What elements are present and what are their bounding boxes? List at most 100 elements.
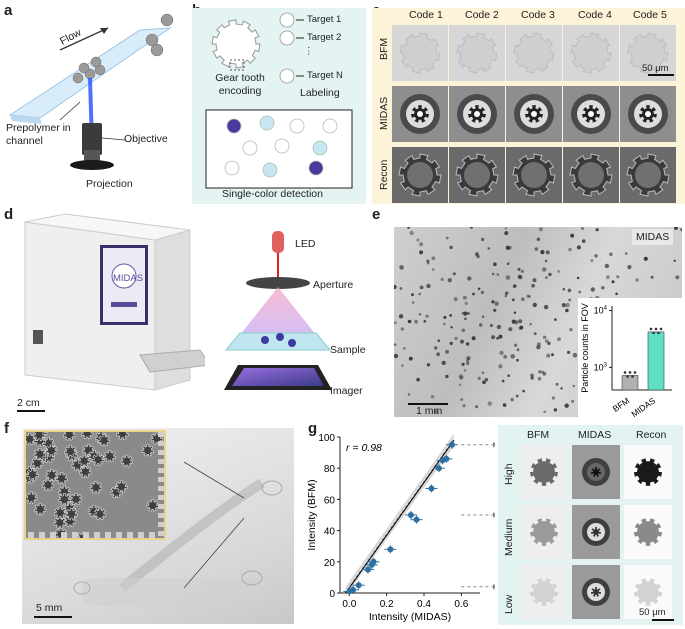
scatter-x-tick-label: 0.2	[380, 599, 394, 610]
gallery-row-medium: Medium	[503, 518, 515, 556]
particle	[581, 227, 584, 230]
bfm-gear	[456, 32, 498, 74]
particle	[418, 292, 422, 296]
particle	[470, 227, 473, 229]
code-1-header: Code 1	[409, 9, 443, 21]
inset-edge-tick	[72, 532, 78, 538]
led-label: LED	[295, 238, 316, 250]
particle	[516, 348, 520, 352]
panel-c-scale-bar	[648, 74, 674, 76]
particle	[463, 369, 467, 372]
particle	[547, 341, 551, 345]
particle	[553, 408, 558, 412]
bar-y-tick-label: 103	[594, 362, 608, 372]
particle	[423, 319, 427, 323]
particle	[459, 383, 462, 386]
panel-a-label: a	[4, 2, 13, 19]
device-screen-text: MIDAS	[113, 273, 144, 284]
particle	[576, 276, 580, 280]
particle	[546, 353, 551, 358]
particle	[407, 227, 410, 229]
scatter-point	[407, 512, 414, 518]
particle	[416, 377, 420, 382]
bfm-gear	[399, 32, 441, 74]
particle	[403, 347, 406, 350]
particle	[418, 313, 422, 316]
inset-edge-tick	[158, 495, 164, 500]
particle	[461, 311, 465, 315]
code-4-header: Code 4	[578, 9, 612, 21]
particle	[505, 275, 511, 280]
inset-edge-tick	[158, 459, 164, 464]
gear-particle	[91, 453, 105, 466]
panel-b-figure	[205, 12, 353, 189]
panel-a-figure	[8, 13, 174, 170]
particle	[487, 247, 491, 250]
gear-particle	[69, 493, 83, 506]
particle	[399, 287, 403, 290]
recon-center	[578, 162, 604, 188]
particle	[512, 284, 517, 288]
row-bfm-label: BFM	[378, 37, 390, 60]
panel-f-scale-bar	[34, 616, 72, 618]
particle	[578, 290, 582, 294]
particle	[581, 239, 586, 243]
particle	[434, 346, 438, 350]
aperture-label: Aperture	[313, 279, 354, 291]
particle	[564, 403, 569, 408]
gallery-gear	[634, 518, 662, 546]
inset-edge-tick	[94, 532, 100, 538]
panel-c-scale-label: 50 μm	[642, 63, 669, 74]
particle	[426, 283, 431, 289]
particle	[536, 237, 541, 241]
particle	[394, 284, 397, 290]
particle	[499, 350, 504, 355]
particle	[460, 339, 464, 344]
particle	[498, 334, 503, 339]
panel-d-optics	[224, 231, 332, 390]
recon-center	[464, 162, 490, 188]
scatter-point	[449, 441, 455, 448]
particle	[674, 227, 678, 230]
particle	[568, 247, 572, 252]
particle	[449, 341, 453, 345]
particle	[508, 327, 513, 332]
particle	[399, 265, 404, 270]
gallery-gear	[634, 458, 662, 486]
particle	[624, 252, 628, 255]
gear-particle	[33, 503, 47, 516]
particle	[518, 319, 523, 324]
gallery-col-midas: MIDAS	[578, 429, 612, 441]
particle	[464, 301, 468, 305]
particle	[538, 370, 542, 374]
particle	[510, 397, 514, 402]
target-n-label: Target N	[307, 70, 343, 81]
midas-center	[417, 111, 423, 117]
row-midas-label: MIDAS	[378, 96, 390, 130]
inset-edge-tick	[158, 432, 164, 437]
particle	[543, 304, 549, 310]
prepolymer-label: Prepolymer in channel	[6, 122, 71, 147]
particle	[454, 336, 458, 341]
recon-center	[521, 162, 547, 188]
particle	[407, 393, 411, 396]
panel-f-inset	[24, 430, 166, 540]
particle	[398, 314, 404, 319]
particle	[503, 354, 507, 359]
inset-edge-tick	[116, 532, 122, 538]
labeling-label: Labeling	[300, 87, 340, 99]
recon-center	[407, 162, 433, 188]
particle	[489, 324, 493, 327]
bfm-gear	[627, 32, 669, 74]
particle	[437, 339, 441, 342]
gear-particle	[89, 481, 103, 494]
gear-tooth-label: Gear tooth encoding	[215, 72, 265, 97]
gear-particle	[53, 506, 67, 520]
scatter-point	[443, 455, 450, 462]
scatter-point	[413, 516, 420, 523]
code-3-header: Code 3	[521, 9, 555, 21]
scatter-x-tick-label: 0.4	[417, 599, 431, 610]
particle	[543, 335, 547, 339]
code-2-header: Code 2	[465, 9, 499, 21]
